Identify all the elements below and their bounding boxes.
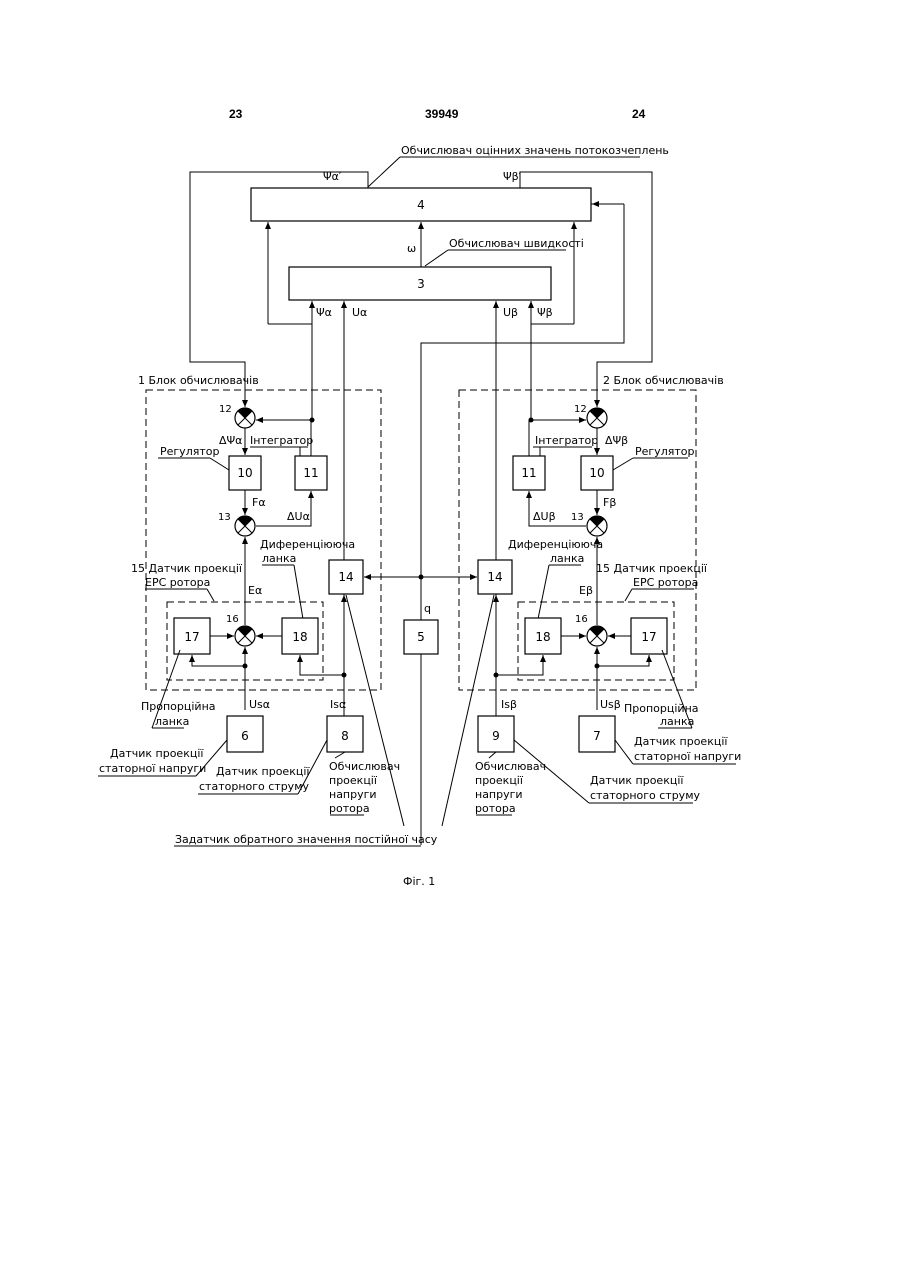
proportional-label-left-2: ланка bbox=[155, 715, 189, 728]
rotor-voltage-calc-right-1: Обчислювач bbox=[475, 760, 546, 773]
summator-12-left-number: 12 bbox=[219, 404, 232, 415]
signal-e-alpha: Eα bbox=[248, 584, 262, 597]
flux-estimator-label: Обчислювач оцінних значень потокозчеплен… bbox=[401, 144, 669, 157]
stator-current-sensor-right-1: Датчик проекції bbox=[590, 774, 684, 787]
summator-16-right-number: 16 bbox=[575, 614, 588, 625]
signal-dpsi-beta: ΔΨβ bbox=[605, 434, 628, 447]
rotor-voltage-calc-right-2: проекції bbox=[475, 774, 524, 787]
stator-voltage-sensor-left-1: Датчик проекції bbox=[110, 747, 204, 760]
rotor-emf-sensor-label-right-2: ЕРС ротора bbox=[633, 576, 698, 589]
stator-current-sensor-right-2: статорного струму bbox=[590, 789, 700, 802]
signal-omega: ω bbox=[407, 242, 416, 255]
rotor-voltage-calc-right-3: напруги bbox=[475, 788, 523, 801]
signal-q: q bbox=[424, 602, 431, 615]
differentiator-label-left-2: ланка bbox=[262, 552, 296, 565]
block-10-left-number: 10 bbox=[237, 466, 252, 480]
signal-f-alpha: Fα bbox=[252, 496, 266, 509]
signal-u-alpha: Uα bbox=[352, 306, 367, 319]
summator-13-left-number: 13 bbox=[218, 512, 231, 523]
rotor-emf-sensor-label-left-1: 15 Датчик проекції bbox=[131, 562, 243, 575]
block-7-number: 7 bbox=[593, 729, 601, 743]
stator-voltage-sensor-left-2: статорної напруги bbox=[99, 762, 206, 775]
block-8-number: 8 bbox=[341, 729, 349, 743]
signal-du-beta: ΔUβ bbox=[533, 510, 556, 523]
signal-psi-beta-est: Ψβ′ bbox=[503, 170, 522, 183]
stator-current-sensor-left-2: статорного струму bbox=[199, 780, 309, 793]
signal-psi-beta: Ψβ bbox=[537, 306, 553, 319]
integrator-label-left: Інтегратор bbox=[250, 434, 313, 447]
rotor-voltage-calc-left-3: напруги bbox=[329, 788, 377, 801]
block-4-number: 4 bbox=[417, 198, 425, 212]
signal-is-alpha: Isα bbox=[330, 698, 346, 711]
calc-block-2-label: 2 Блок обчислювачів bbox=[603, 374, 724, 387]
signal-du-alpha: ΔUα bbox=[287, 510, 310, 523]
calc-block-1-label: 1 Блок обчислювачів bbox=[138, 374, 259, 387]
signal-e-beta: Eβ bbox=[579, 584, 593, 597]
block-14-right-number: 14 bbox=[487, 570, 502, 584]
block-11-left-number: 11 bbox=[303, 466, 318, 480]
summator-13-right-number: 13 bbox=[571, 512, 584, 523]
block-10-right-number: 10 bbox=[589, 466, 604, 480]
stator-voltage-sensor-right-1: Датчик проекції bbox=[634, 735, 728, 748]
block-18-left-number: 18 bbox=[292, 630, 307, 644]
rotor-voltage-calc-left-4: ротора bbox=[329, 802, 370, 815]
signal-is-beta: Isβ bbox=[501, 698, 517, 711]
stator-voltage-sensor-right-2: статорної напруги bbox=[634, 750, 741, 763]
integrator-label-right: Інтегратор bbox=[535, 434, 598, 447]
time-constant-setter-label: Задатчик обратного значення постійної ча… bbox=[175, 833, 438, 846]
rotor-voltage-calc-right-4: ротора bbox=[475, 802, 516, 815]
signal-u-beta: Uβ bbox=[503, 306, 518, 319]
summator-12-right-number: 12 bbox=[574, 404, 587, 415]
differentiator-label-left-1: Диференціююча bbox=[260, 538, 355, 551]
figure-caption: Фіг. 1 bbox=[403, 875, 435, 888]
signal-f-beta: Fβ bbox=[603, 496, 616, 509]
block-11-right-number: 11 bbox=[521, 466, 536, 480]
block-17-left-number: 17 bbox=[184, 630, 199, 644]
block-17-right-number: 17 bbox=[641, 630, 656, 644]
regulator-label-left: Регулятор bbox=[160, 445, 219, 458]
block-6-number: 6 bbox=[241, 729, 249, 743]
block-3-number: 3 bbox=[417, 277, 425, 291]
speed-calculator-label: Обчислювач швидкості bbox=[449, 237, 584, 250]
signal-psi-alpha: Ψα bbox=[316, 306, 332, 319]
differentiator-label-right-2: ланка bbox=[550, 552, 584, 565]
block-9-number: 9 bbox=[492, 729, 500, 743]
differentiator-label-right-1: Диференціююча bbox=[508, 538, 603, 551]
signal-us-beta: Usβ bbox=[600, 698, 621, 711]
signal-dpsi-alpha: ΔΨα bbox=[219, 434, 242, 447]
proportional-label-left-1: Пропорційна bbox=[141, 700, 216, 713]
block-14-left-number: 14 bbox=[338, 570, 353, 584]
block-18-right-number: 18 bbox=[535, 630, 550, 644]
proportional-label-right-1: Пропорційна bbox=[624, 702, 699, 715]
rotor-emf-sensor-label-right-1: 15 Датчик проекції bbox=[596, 562, 708, 575]
regulator-label-right: Регулятор bbox=[635, 445, 694, 458]
rotor-voltage-calc-left-2: проекції bbox=[329, 774, 378, 787]
summator-16-left-number: 16 bbox=[226, 614, 239, 625]
rotor-emf-sensor-label-left-2: ЕРС ротора bbox=[145, 576, 210, 589]
block-5-number: 5 bbox=[417, 630, 425, 644]
signal-us-alpha: Usα bbox=[249, 698, 270, 711]
page-number-left: 23 bbox=[229, 107, 243, 121]
stator-current-sensor-left-1: Датчик проекції bbox=[216, 765, 310, 778]
page-number-right: 24 bbox=[632, 107, 646, 121]
patent-number: 39949 bbox=[425, 107, 459, 121]
